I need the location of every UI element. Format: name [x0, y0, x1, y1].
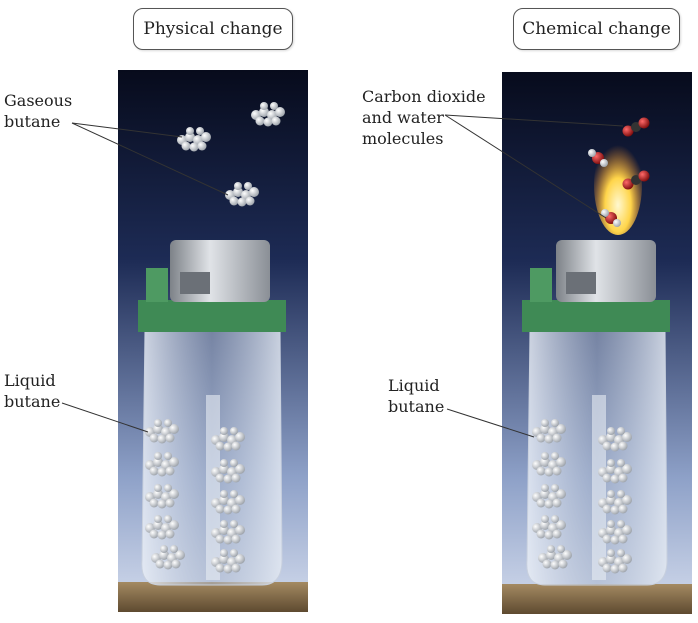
table-surface: [502, 584, 692, 614]
gaseous-butane-label: Gaseous butane: [4, 91, 73, 131]
left-photo: [118, 70, 308, 612]
table-surface: [118, 582, 308, 612]
products-label: Carbon dioxide and water molecules: [362, 87, 486, 148]
physical-change-title: Physical change: [133, 8, 293, 50]
right-photo: [502, 72, 692, 614]
chemical-change-title: Chemical change: [513, 8, 680, 50]
leader-lines: [61, 114, 624, 438]
right-liquid-butane-label: Liquid butane: [388, 376, 445, 416]
left-liquid-butane-label: Liquid butane: [4, 371, 61, 411]
